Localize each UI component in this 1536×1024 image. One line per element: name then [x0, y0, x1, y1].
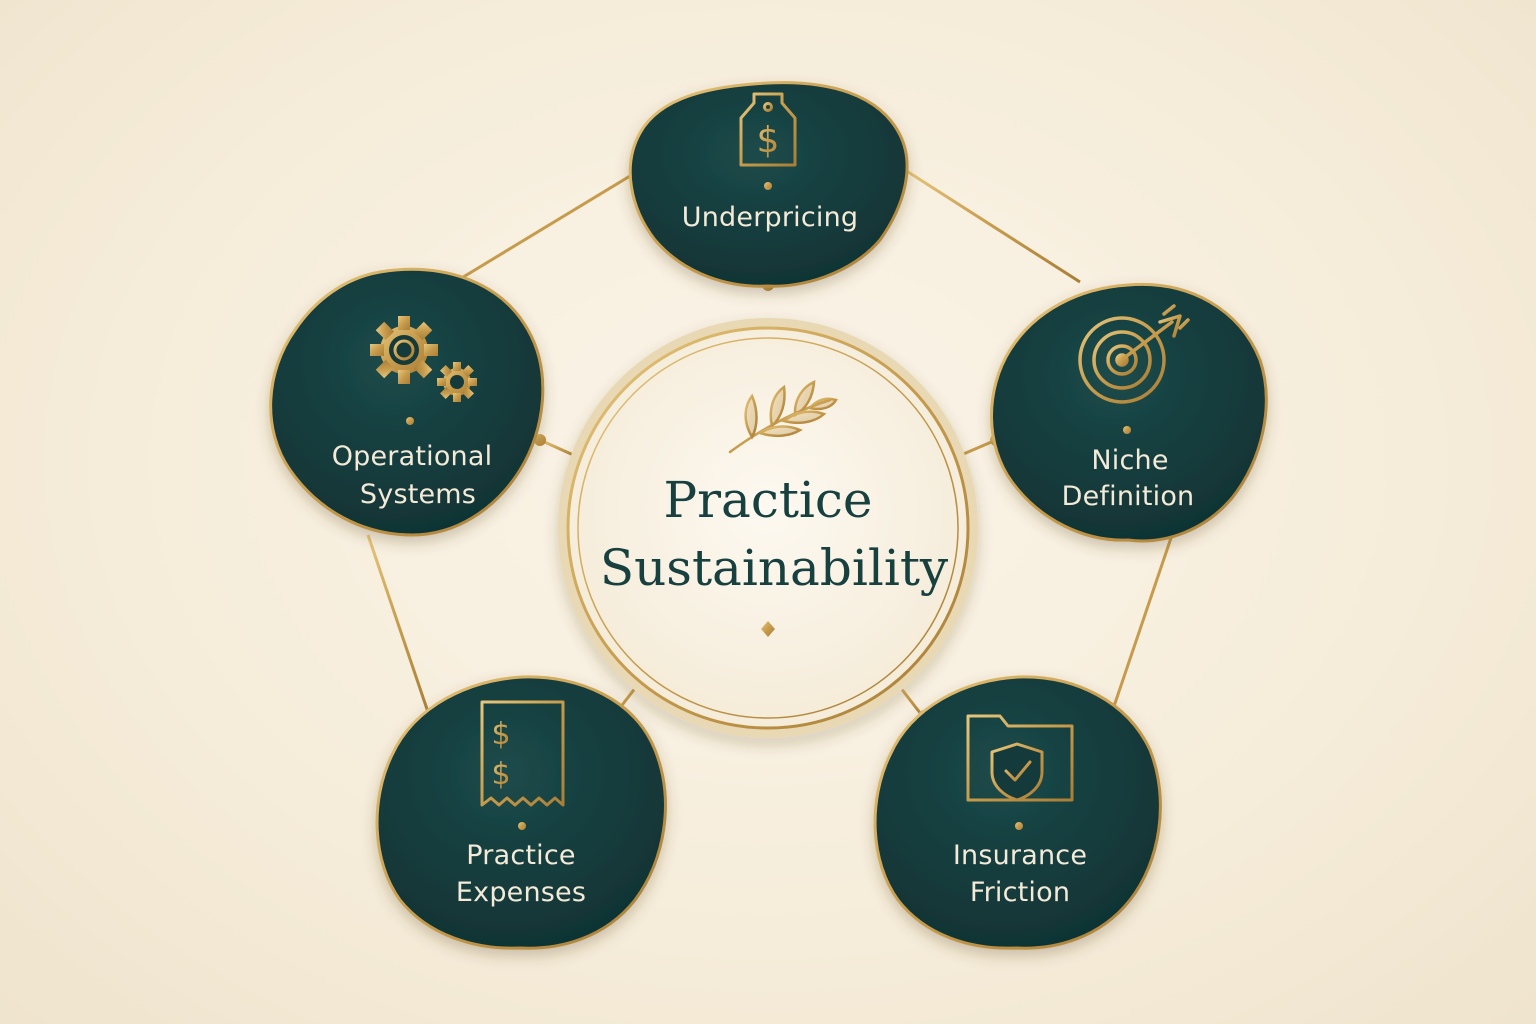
- node-niche-definition: [990, 282, 1268, 543]
- gears-icon: [370, 316, 477, 402]
- node-practice-expenses: [375, 675, 667, 950]
- target-arrow-icon: [1078, 304, 1190, 404]
- folder-shield-check-icon: [966, 714, 1074, 802]
- node-underpricing-label: Underpricing: [682, 202, 858, 233]
- node-practice-expenses-shape: [375, 675, 667, 950]
- svg-text:$: $: [491, 717, 510, 752]
- node-operational-systems-label-line1: Operational: [332, 441, 493, 472]
- price-tag-dollar-icon: $: [739, 92, 797, 167]
- node-niche-definition-divider: [1058, 426, 1196, 434]
- node-operational-systems-shape: [269, 267, 545, 537]
- outer-connector-lines: [366, 168, 1174, 875]
- node-insurance-friction: [873, 675, 1162, 950]
- connector-underpricing-operational: [454, 168, 641, 284]
- node-niche-definition-label-line2: Definition: [1062, 481, 1195, 512]
- node-operational-systems: [269, 267, 545, 537]
- node-practice-expenses-divider: [452, 822, 592, 830]
- receipt-dollar-icon: $ $: [480, 700, 565, 807]
- connector-underpricing-niche: [904, 168, 1081, 284]
- node-insurance-friction-divider: [950, 822, 1088, 830]
- center-circle: [566, 326, 970, 730]
- center-title-line1: Practice: [663, 471, 872, 529]
- center-title-line2: Sustainability: [600, 539, 949, 597]
- node-operational-systems-label-line2: Systems: [360, 479, 476, 510]
- node-insurance-friction-label-line1: Insurance: [953, 840, 1087, 871]
- node-practice-expenses-label-line2: Expenses: [456, 877, 586, 908]
- center-divider: [698, 621, 838, 637]
- node-underpricing-divider: [700, 182, 836, 190]
- center-inner-ring: [577, 337, 959, 719]
- center-outer-ring: [558, 318, 978, 738]
- svg-text:$: $: [491, 757, 510, 792]
- connector-operational-expenses: [366, 534, 432, 719]
- node-operational-systems-divider: [345, 417, 475, 425]
- node-insurance-friction-label-line2: Friction: [970, 877, 1070, 908]
- node-insurance-friction-shape: [873, 675, 1162, 950]
- joint: [534, 434, 546, 446]
- node-niche-definition-shape: [990, 282, 1268, 543]
- laurel-branch-icon: [728, 379, 838, 454]
- node-practice-expenses-label-line1: Practice: [466, 840, 575, 871]
- svg-text:$: $: [757, 120, 780, 161]
- connector-niche-insurance: [1108, 534, 1174, 719]
- center-hub: Practice Sustainability: [558, 318, 978, 738]
- node-niche-definition-label-line1: Niche: [1091, 445, 1168, 476]
